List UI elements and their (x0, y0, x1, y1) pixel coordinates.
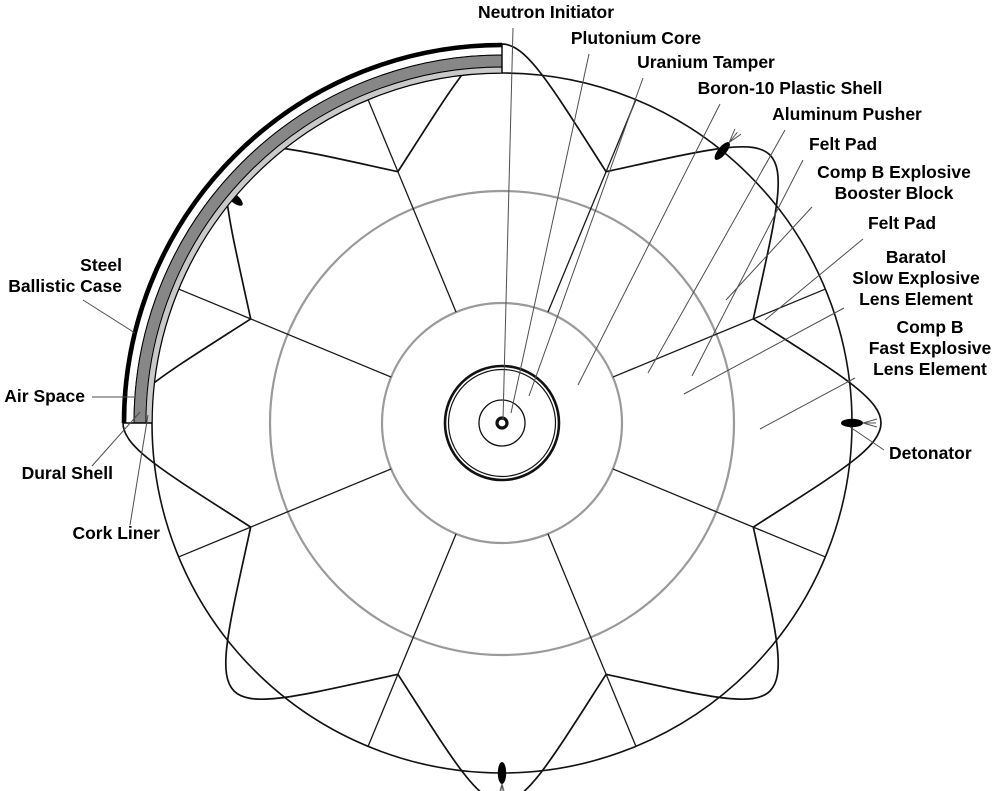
leader-line-uranium-tamper (528, 77, 644, 397)
label-line: Aluminum Pusher (772, 104, 922, 124)
lens-division-line-inner (547, 171, 607, 313)
label-line: Felt Pad (868, 213, 936, 233)
label-aluminum-pusher: Aluminum Pusher (772, 104, 922, 124)
aluminum-pusher-circle (268, 189, 736, 657)
label-neutron-initiator: Neutron Initiator (478, 2, 614, 22)
label-line: Neutron Initiator (478, 2, 614, 22)
detonator-body (841, 418, 863, 428)
lens-division-line-inner (250, 318, 392, 378)
leader-line-baratol-slow-explosive-lens-element (683, 307, 845, 395)
detonator-body (497, 762, 507, 784)
label-line: Lens Element (859, 289, 973, 309)
label-uranium-tamper: Uranium Tamper (637, 52, 775, 72)
leader-lines-layer (82, 27, 885, 526)
label-cork-liner: Cork Liner (72, 523, 160, 543)
label-line: Lens Element (873, 359, 987, 379)
leader-line-dural-shell (91, 411, 141, 467)
label-line: Steel (80, 255, 122, 275)
plutonium-core-circle (478, 399, 526, 447)
leader-line-cork-liner (129, 414, 149, 526)
leader-line-aluminum-pusher (647, 129, 786, 374)
detonator-leads (728, 128, 742, 143)
leader-line-felt-pad-upper (691, 159, 804, 377)
leader-line-plutonium-core (510, 53, 590, 414)
label-line: Baratol (886, 247, 946, 267)
label-line: Comp B (896, 317, 963, 337)
lens-division-line-outer (178, 288, 251, 320)
label-line: Uranium Tamper (637, 52, 775, 72)
label-line: Air Space (4, 386, 85, 406)
label-plutonium-core: Plutonium Core (571, 28, 702, 48)
leader-line-steel-ballistic-case (82, 299, 136, 334)
label-line: Fast Explosive (869, 338, 992, 358)
lens-division-line-outer (178, 526, 251, 558)
label-felt-pad-lower: Felt Pad (868, 213, 936, 233)
label-detonator: Detonator (889, 443, 972, 463)
detonator-right (841, 418, 878, 428)
lens-division-line-inner (250, 468, 392, 528)
lens-division-line-outer (753, 288, 826, 320)
label-line: Booster Block (835, 183, 954, 203)
label-line: Ballistic Case (8, 276, 122, 296)
device-structure (151, 72, 853, 774)
leader-line-detonator (849, 426, 885, 451)
label-line: Slow Explosive (852, 268, 980, 288)
lens-division-line-outer (367, 674, 399, 747)
leader-line-felt-pad-lower (764, 238, 864, 321)
label-line: Comp B Explosive (817, 162, 971, 182)
label-line: Felt Pad (809, 134, 877, 154)
uranium-tamper-circle (443, 364, 561, 482)
leader-line-comp-b-fast-explosive-lens-element (759, 377, 856, 430)
air-space-band (123, 44, 503, 424)
lens-division-line-outer (367, 99, 399, 172)
ballistic-case-layer (121, 42, 503, 424)
label-line: Boron-10 Plastic Shell (698, 78, 883, 98)
detonator-bottom (497, 762, 507, 791)
leader-line-neutron-initiator (502, 27, 514, 421)
label-felt-pad-upper: Felt Pad (809, 134, 877, 154)
leader-line-comp-b-explosive-booster-block (725, 206, 813, 301)
lens-division-line-inner (547, 533, 607, 675)
detonator-upper-right (714, 128, 742, 160)
lens-division-line-inner (612, 318, 754, 378)
detonator-body (714, 142, 730, 160)
lens-division-line-inner (397, 171, 457, 313)
label-line: Plutonium Core (571, 28, 702, 48)
lens-division-line-outer (605, 674, 637, 747)
leader-line-boron-10-plastic-shell (577, 103, 721, 386)
detonator-layer (211, 128, 878, 791)
cork-liner-band (145, 66, 503, 424)
detonator-leads (862, 418, 878, 428)
dural-shell-band (133, 54, 503, 424)
label-boron-10-plastic-shell: Boron-10 Plastic Shell (698, 78, 883, 98)
neutron-initiator-circle (495, 416, 509, 430)
uranium-tamper-inner-circle (447, 368, 557, 478)
steel-ballistic-case-arc (121, 42, 503, 424)
lens-division-line-inner (397, 533, 457, 675)
detonator-leads (497, 783, 507, 791)
lens-division-line-inner (612, 468, 754, 528)
boron-10-plastic-shell-circle (380, 301, 624, 545)
label-line: Detonator (889, 443, 972, 463)
label-air-space: Air Space (4, 386, 85, 406)
label-line: Cork Liner (72, 523, 160, 543)
label-line: Dural Shell (22, 463, 113, 483)
label-dural-shell: Dural Shell (22, 463, 113, 483)
lens-division-line-outer (753, 526, 826, 558)
